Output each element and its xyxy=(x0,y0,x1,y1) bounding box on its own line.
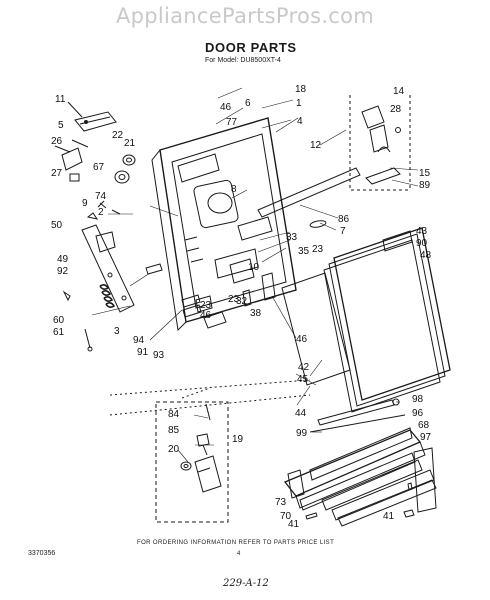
dispenser-parts xyxy=(229,258,276,307)
side-bracket xyxy=(81,224,135,313)
svg-text:60: 60 xyxy=(53,315,65,326)
svg-text:45: 45 xyxy=(297,374,309,385)
svg-text:93: 93 xyxy=(153,350,165,361)
svg-text:90: 90 xyxy=(416,238,428,249)
callout-labels: 11 5 26 27 50 49 92 60 61 22 21 67 74 2 … xyxy=(51,84,432,530)
svg-text:99: 99 xyxy=(296,428,308,439)
svg-text:11: 11 xyxy=(55,94,66,105)
svg-text:27: 27 xyxy=(51,168,63,179)
svg-text:33: 33 xyxy=(286,232,298,243)
svg-text:44: 44 xyxy=(295,408,307,419)
svg-text:20: 20 xyxy=(168,444,180,455)
spring xyxy=(99,284,116,308)
screws xyxy=(86,200,121,220)
svg-text:41: 41 xyxy=(288,519,300,530)
svg-text:38: 38 xyxy=(250,308,262,319)
svg-text:22: 22 xyxy=(112,130,124,141)
svg-text:1: 1 xyxy=(296,98,302,109)
svg-text:42: 42 xyxy=(298,362,310,373)
door-handle xyxy=(74,111,117,132)
svg-text:7: 7 xyxy=(340,226,346,237)
svg-text:77: 77 xyxy=(226,117,238,128)
svg-text:14: 14 xyxy=(393,86,405,97)
svg-text:46: 46 xyxy=(296,334,308,345)
svg-text:3: 3 xyxy=(114,326,120,337)
door-latch xyxy=(54,139,89,182)
svg-text:23: 23 xyxy=(200,300,212,311)
svg-text:48: 48 xyxy=(420,250,432,261)
svg-text:12: 12 xyxy=(310,140,322,151)
svg-text:9: 9 xyxy=(82,198,88,209)
svg-text:73: 73 xyxy=(275,497,287,508)
svg-text:94: 94 xyxy=(133,335,145,346)
door-liner xyxy=(281,272,351,386)
page-title: DOOR PARTS xyxy=(205,40,297,55)
svg-text:5: 5 xyxy=(58,120,64,131)
svg-text:98: 98 xyxy=(412,394,424,405)
document-code: 3370356 xyxy=(28,550,56,557)
svg-text:10: 10 xyxy=(248,262,260,273)
svg-text:18: 18 xyxy=(295,84,307,95)
svg-text:23: 23 xyxy=(312,244,324,255)
svg-text:97: 97 xyxy=(420,432,432,443)
switch-parts xyxy=(114,154,136,184)
svg-text:46: 46 xyxy=(200,310,212,321)
svg-text:21: 21 xyxy=(124,138,136,149)
svg-text:32: 32 xyxy=(236,296,248,307)
svg-text:6: 6 xyxy=(245,98,251,109)
svg-text:26: 26 xyxy=(51,136,63,147)
svg-text:35: 35 xyxy=(298,246,310,257)
svg-text:68: 68 xyxy=(418,420,430,431)
model-label: For Model: DU8500XT-4 xyxy=(205,57,281,64)
svg-text:41: 41 xyxy=(383,511,395,522)
inner-door-panel xyxy=(151,117,297,332)
bottom-trim-panels xyxy=(283,427,437,527)
svg-text:85: 85 xyxy=(168,425,180,436)
svg-text:86: 86 xyxy=(338,214,350,225)
svg-text:70: 70 xyxy=(280,511,292,522)
outer-door-panels xyxy=(323,227,451,413)
page-number: 4 xyxy=(237,551,241,557)
hinge-bracket-group xyxy=(349,95,411,191)
svg-text:96: 96 xyxy=(412,408,424,419)
svg-text:28: 28 xyxy=(390,104,402,115)
svg-text:8: 8 xyxy=(231,184,237,195)
svg-text:74: 74 xyxy=(95,191,107,202)
pin-head xyxy=(87,346,93,352)
svg-text:50: 50 xyxy=(51,220,63,231)
svg-text:46: 46 xyxy=(220,102,232,113)
svg-text:43: 43 xyxy=(416,226,428,237)
vent-tube xyxy=(257,167,361,228)
svg-text:61: 61 xyxy=(53,327,65,338)
svg-text:2: 2 xyxy=(98,207,104,218)
svg-text:84: 84 xyxy=(168,409,180,420)
pin-61 xyxy=(84,328,91,349)
svg-text:4: 4 xyxy=(297,116,303,127)
svg-text:89: 89 xyxy=(419,180,431,191)
ordering-note: FOR ORDERING INFORMATION REFER TO PARTS … xyxy=(137,540,335,546)
screw-92 xyxy=(62,290,71,302)
svg-text:92: 92 xyxy=(57,266,69,277)
svg-text:15: 15 xyxy=(419,168,431,179)
svg-text:67: 67 xyxy=(93,162,105,173)
small-brackets xyxy=(145,263,227,329)
watermark: AppliancePartsPros.com xyxy=(115,4,375,28)
svg-text:91: 91 xyxy=(137,347,149,358)
trim-leaders xyxy=(109,379,311,416)
rinse-aid-dispenser-box xyxy=(155,387,229,523)
svg-text:49: 49 xyxy=(57,254,69,265)
leader-line xyxy=(67,101,83,118)
handwritten-note: 229-A-12 xyxy=(223,578,269,589)
hinge-rod xyxy=(309,398,406,433)
svg-text:19: 19 xyxy=(232,434,244,445)
svg-text:23: 23 xyxy=(228,294,240,305)
leader-lines xyxy=(91,87,419,463)
screws-41 xyxy=(305,482,415,520)
